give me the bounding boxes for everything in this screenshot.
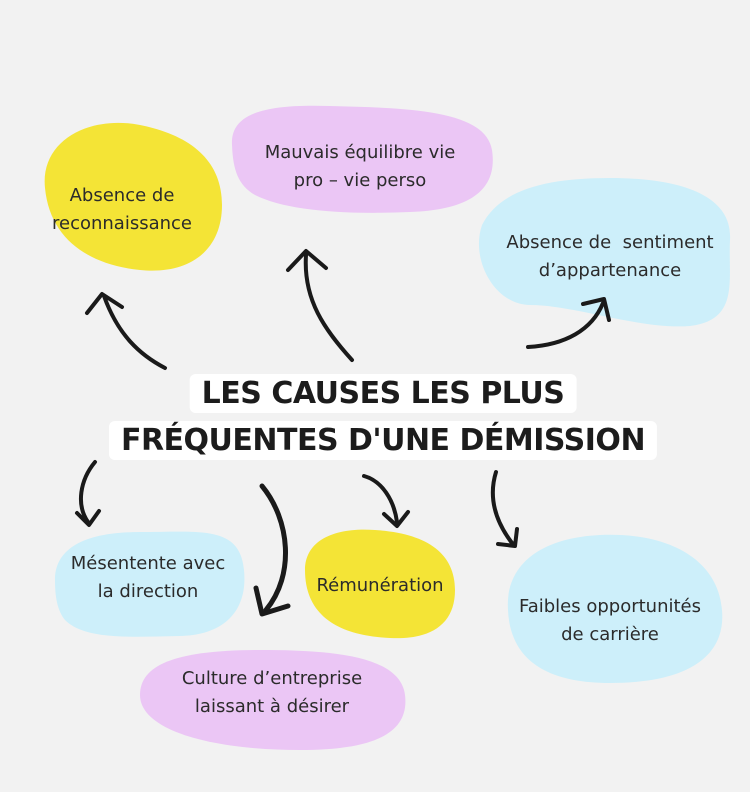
arrow-to-reconnaissance	[102, 294, 167, 370]
cause-culture-label: Culture d’entreprise laissant à désirer	[182, 665, 362, 721]
blob-reconnaissance	[44, 122, 222, 271]
diagram-title-line-1: LES CAUSES LES PLUS	[189, 374, 577, 413]
blob-remuneration	[305, 529, 455, 639]
arrow-to-appartenance	[526, 301, 605, 349]
arrow-to-remuneration	[362, 474, 399, 524]
diagram-title-line-2: FRÉQUENTES D'UNE DÉMISSION	[108, 421, 658, 460]
cause-culture-line-2: laissant à désirer	[194, 696, 350, 717]
arrow-to-direction	[79, 460, 97, 524]
cause-direction-label: Mésentente avec la direction	[71, 550, 226, 606]
cause-direction-line-1: Mésentente avec	[70, 553, 226, 574]
cause-appartenance-label: Absence de sentiment d’appartenance	[506, 229, 713, 285]
arrow-head-carriere	[496, 527, 519, 548]
blob-appartenance	[478, 178, 731, 327]
cause-reconnaissance-line-2: reconnaissance	[51, 213, 193, 234]
cause-appartenance-line-1: Absence de sentiment	[506, 232, 714, 253]
cause-culture-line-1: Culture d’entreprise	[181, 668, 363, 689]
arrow-to-culture	[259, 483, 289, 613]
arrow-to-equilibre	[303, 253, 354, 362]
blob-culture	[140, 650, 406, 750]
cause-remuneration-line-1: Rémunération	[316, 575, 444, 596]
cause-appartenance-line-2: d’appartenance	[538, 260, 682, 281]
arrow-head-appartenance	[581, 297, 611, 322]
cause-equilibre-line-1: Mauvais équilibre vie	[264, 142, 456, 163]
cause-reconnaissance-label: Absence de reconnaissance	[52, 182, 192, 238]
cause-equilibre-label: Mauvais équilibre vie pro – vie perso	[265, 139, 456, 195]
blob-equilibre	[231, 105, 493, 213]
arrow-to-carriere	[490, 470, 514, 545]
arrow-head-equilibre	[286, 249, 328, 272]
cause-direction-line-2: la direction	[97, 581, 199, 602]
cause-carriere-line-2: de carrière	[561, 624, 659, 645]
cause-reconnaissance-line-1: Absence de	[69, 185, 175, 206]
blob-direction	[55, 531, 245, 637]
blob-carriere	[507, 534, 723, 683]
arrow-head-culture	[253, 585, 291, 617]
arrow-head-reconnaissance	[85, 292, 124, 315]
arrow-head-direction	[75, 509, 101, 527]
cause-carriere-line-1: Faibles opportunités	[519, 596, 701, 617]
cause-carriere-label: Faibles opportunités de carrière	[519, 593, 701, 649]
arrow-head-remuneration	[382, 510, 410, 528]
cause-equilibre-line-2: pro – vie perso	[293, 170, 427, 191]
cause-remuneration-label: Rémunération	[316, 572, 443, 600]
